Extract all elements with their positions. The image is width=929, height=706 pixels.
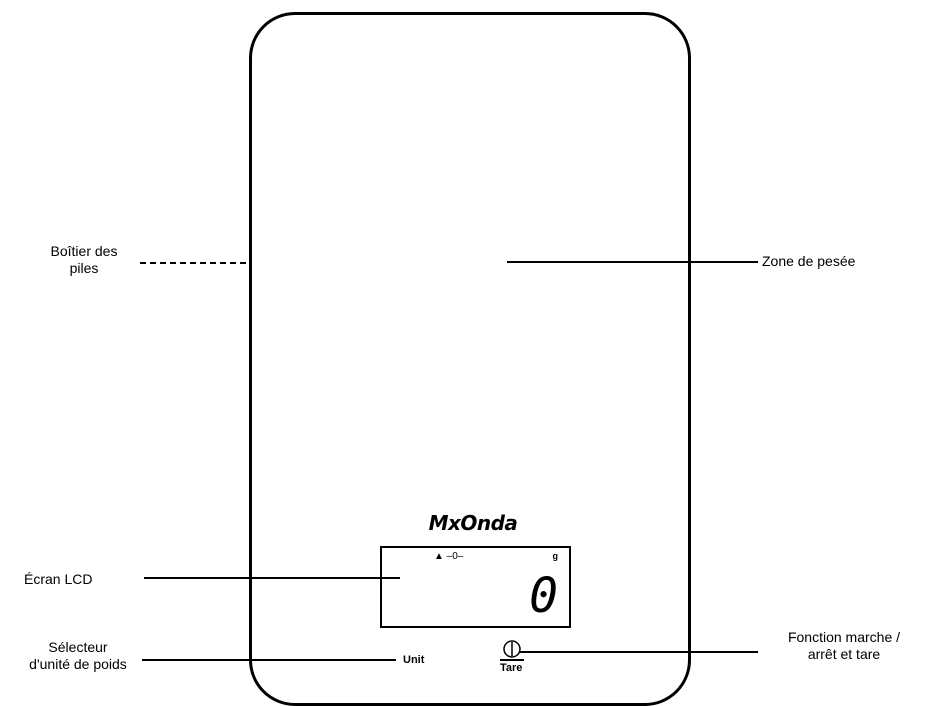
tare-button[interactable]: Tare bbox=[500, 662, 523, 674]
lcd-reading: 0 bbox=[529, 568, 558, 624]
leader-weighing-zone bbox=[507, 261, 758, 263]
tare-divider bbox=[500, 659, 524, 661]
lcd-zero-indicator: ▲ –0– bbox=[434, 551, 464, 562]
lcd-unit: g bbox=[552, 551, 559, 561]
unit-button[interactable]: Unit bbox=[403, 654, 425, 666]
leader-power-tare bbox=[520, 651, 758, 653]
label-battery: Boîtier des piles bbox=[50, 243, 118, 276]
leader-lcd bbox=[144, 577, 400, 579]
label-lcd-screen: Écran LCD bbox=[24, 571, 93, 587]
leader-unit bbox=[142, 659, 396, 661]
brand-logo: MxOnda bbox=[428, 511, 518, 535]
lcd-screen: ▲ –0– g 0 bbox=[380, 546, 571, 628]
power-icon[interactable] bbox=[501, 639, 523, 659]
label-weighing-zone: Zone de pesée bbox=[762, 253, 856, 269]
label-unit-selector: Sélecteur d'unité de poids bbox=[29, 639, 127, 672]
label-power-tare: Fonction marche / arrêt et tare bbox=[787, 629, 901, 662]
leader-battery bbox=[140, 262, 246, 264]
